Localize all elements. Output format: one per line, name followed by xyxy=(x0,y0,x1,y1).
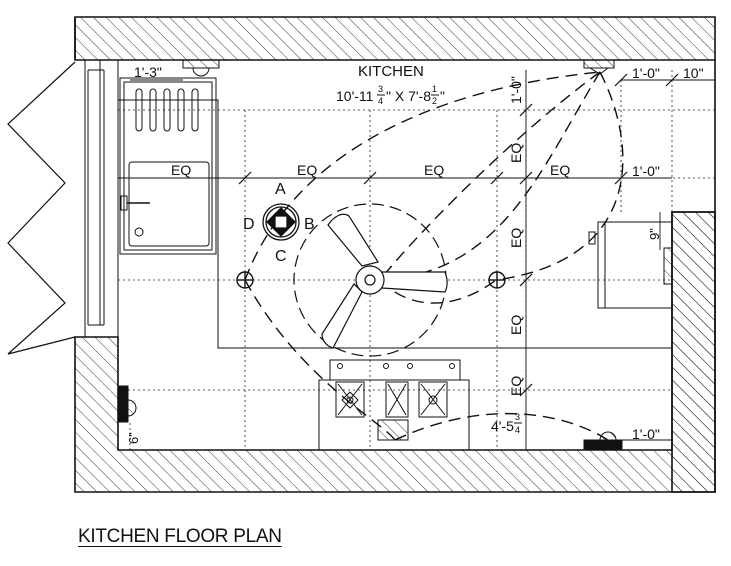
dim-vertical-top: 1'-0" xyxy=(508,76,524,104)
svg-text:3: 3 xyxy=(378,84,383,94)
sink xyxy=(119,77,217,255)
fan-label-b: B xyxy=(304,216,315,233)
burner-left-icon xyxy=(337,383,363,416)
dim-top-right-2: 10" xyxy=(683,65,704,81)
dim-bottom-right: 1'-0" xyxy=(632,426,660,442)
dim-left-outlet: 6" xyxy=(126,432,141,444)
room-name: KITCHEN xyxy=(358,63,424,80)
outlet-left-icon xyxy=(117,385,137,423)
fan-blade-right xyxy=(381,271,448,293)
svg-text:2: 2 xyxy=(432,96,437,106)
dim-sink-offset: 1'-3" xyxy=(134,64,162,80)
refrigerator xyxy=(588,221,673,309)
dim-vertical-eq-4: EQ xyxy=(508,376,524,396)
dim-fridge-offset: 9" xyxy=(647,228,662,240)
dim-vertical-eq-3: EQ xyxy=(508,315,524,335)
top-wall xyxy=(74,16,716,61)
fan-blade-top xyxy=(327,213,379,267)
dimension-grid xyxy=(118,70,715,450)
svg-text:4: 4 xyxy=(378,96,383,106)
burner-right-icon xyxy=(420,383,446,416)
dim-vertical-eq-2: EQ xyxy=(508,228,524,248)
drain-icon xyxy=(134,227,144,237)
wall-light-top-right-icon xyxy=(583,59,615,75)
dim-top-right-1: 1'-0" xyxy=(632,65,660,81)
dim-vertical-eq-1: EQ xyxy=(508,143,524,163)
room-size: 10'-11 3 4 " X 7'-8 1 2 " xyxy=(336,84,445,106)
dimension-lines xyxy=(118,70,715,450)
eq-label-4: EQ xyxy=(550,162,570,178)
svg-text:3: 3 xyxy=(515,412,520,422)
cooking-range xyxy=(318,359,470,451)
fan-control-symbol-icon xyxy=(262,203,300,241)
dim-bottom-main: 4'-5 3 4 xyxy=(491,412,522,435)
fridge-outlet-icon xyxy=(663,247,673,285)
eq-label-2: EQ xyxy=(297,162,317,178)
svg-text:" X 7'-8: " X 7'-8 xyxy=(386,88,431,104)
dimension-ticks xyxy=(238,73,679,397)
outlet-bottom-icon xyxy=(583,431,623,451)
burner-center-icon xyxy=(387,383,407,416)
wall-light-top-left-icon xyxy=(182,59,220,77)
fan-label-c: C xyxy=(275,248,287,265)
room-outline xyxy=(75,59,119,337)
plan-title: KITCHEN FLOOR PLAN xyxy=(78,526,282,547)
eq-label-1: EQ xyxy=(171,162,191,178)
switch-leg-wiring xyxy=(244,71,624,441)
eq-label-3: EQ xyxy=(424,162,444,178)
range-hood-panel xyxy=(377,419,409,441)
svg-text:10'-11: 10'-11 xyxy=(336,88,374,104)
recessed-light-right-icon xyxy=(488,271,506,289)
svg-text:4'-5: 4'-5 xyxy=(491,418,514,434)
svg-text:1: 1 xyxy=(432,84,437,94)
drainboard-ribs-icon xyxy=(135,88,199,132)
fan-label-d: D xyxy=(243,216,255,233)
dim-right-mid: 1'-0" xyxy=(632,163,660,179)
svg-text:4: 4 xyxy=(515,425,520,435)
ceiling-fan xyxy=(293,203,448,357)
counter-outline xyxy=(118,99,672,349)
fan-blade-bottom xyxy=(321,283,363,349)
walls xyxy=(74,16,716,493)
recessed-light-left-icon xyxy=(236,271,254,289)
fan-label-a: A xyxy=(275,181,286,198)
svg-text:": " xyxy=(440,88,445,104)
bifold-door xyxy=(7,61,76,355)
